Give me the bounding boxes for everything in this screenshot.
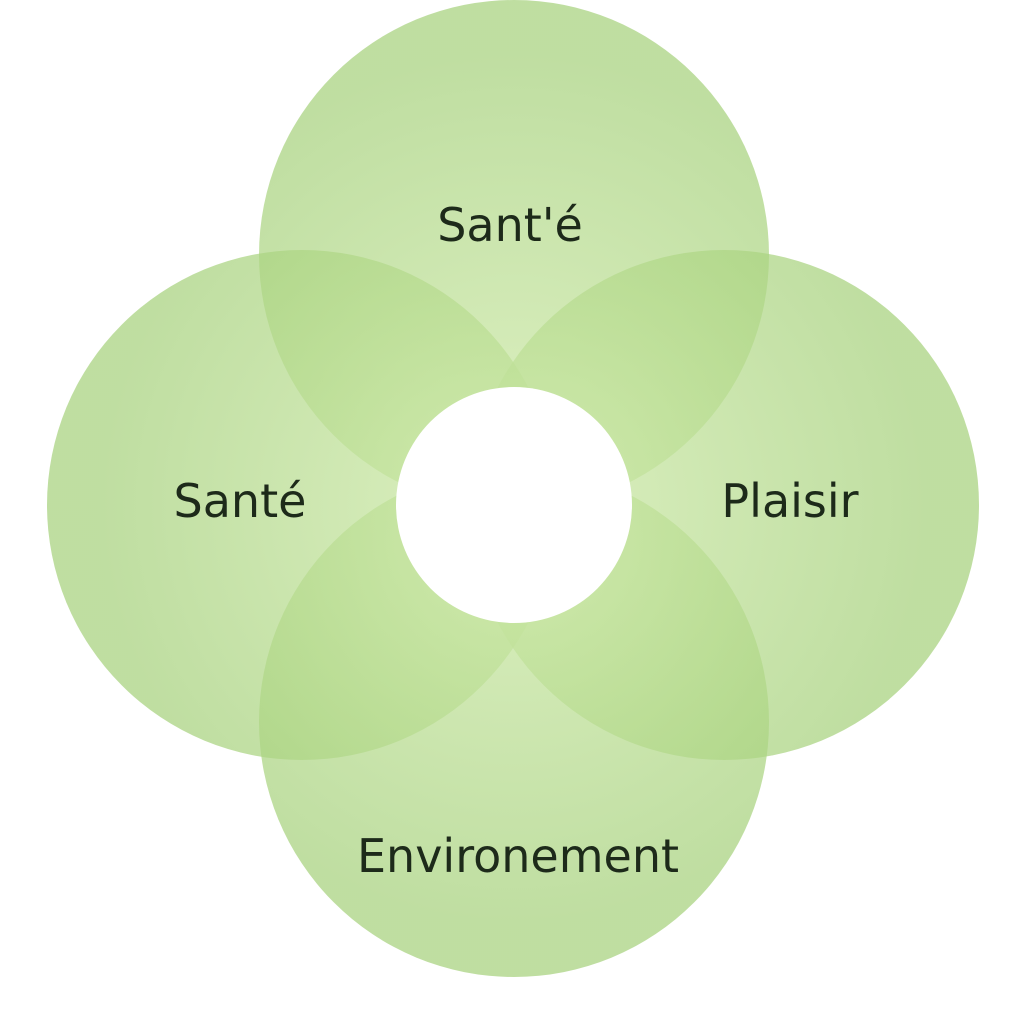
label-bottom: Environement <box>357 829 679 883</box>
circle-bottom <box>259 467 769 977</box>
label-right: Plaisir <box>721 474 858 528</box>
label-left: Santé <box>174 474 307 528</box>
label-top: Sant'é <box>437 198 583 252</box>
center-hole <box>396 387 632 623</box>
